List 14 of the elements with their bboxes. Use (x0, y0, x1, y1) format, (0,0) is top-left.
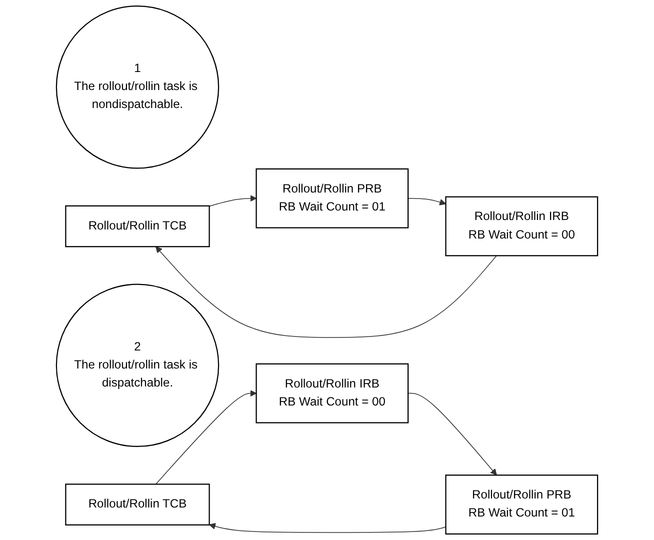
node-circle: 2 The rollout/rollin task is dispatchable. (56, 284, 220, 448)
node-box: Rollout/Rollin TCB (65, 205, 210, 248)
arrow (209, 523, 446, 533)
arrow (408, 198, 446, 206)
arrow (155, 390, 257, 485)
node-box: Rollout/Rollin TCB (65, 484, 210, 526)
arrow (156, 246, 497, 338)
node-box: Rollout/Rollin IRB RB Wait Count = 00 (445, 196, 598, 256)
node-box: Rollout/Rollin IRB RB Wait Count = 00 (256, 363, 409, 424)
node-circle: 1 The rollout/rollin task is nondispatchable. (56, 5, 220, 169)
arrow (208, 195, 257, 207)
node-box: Rollout/Rollin PRB RB Wait Count = 01 (445, 474, 598, 535)
arrow (408, 392, 497, 476)
node-box: Rollout/Rollin PRB RB Wait Count = 01 (256, 168, 409, 228)
